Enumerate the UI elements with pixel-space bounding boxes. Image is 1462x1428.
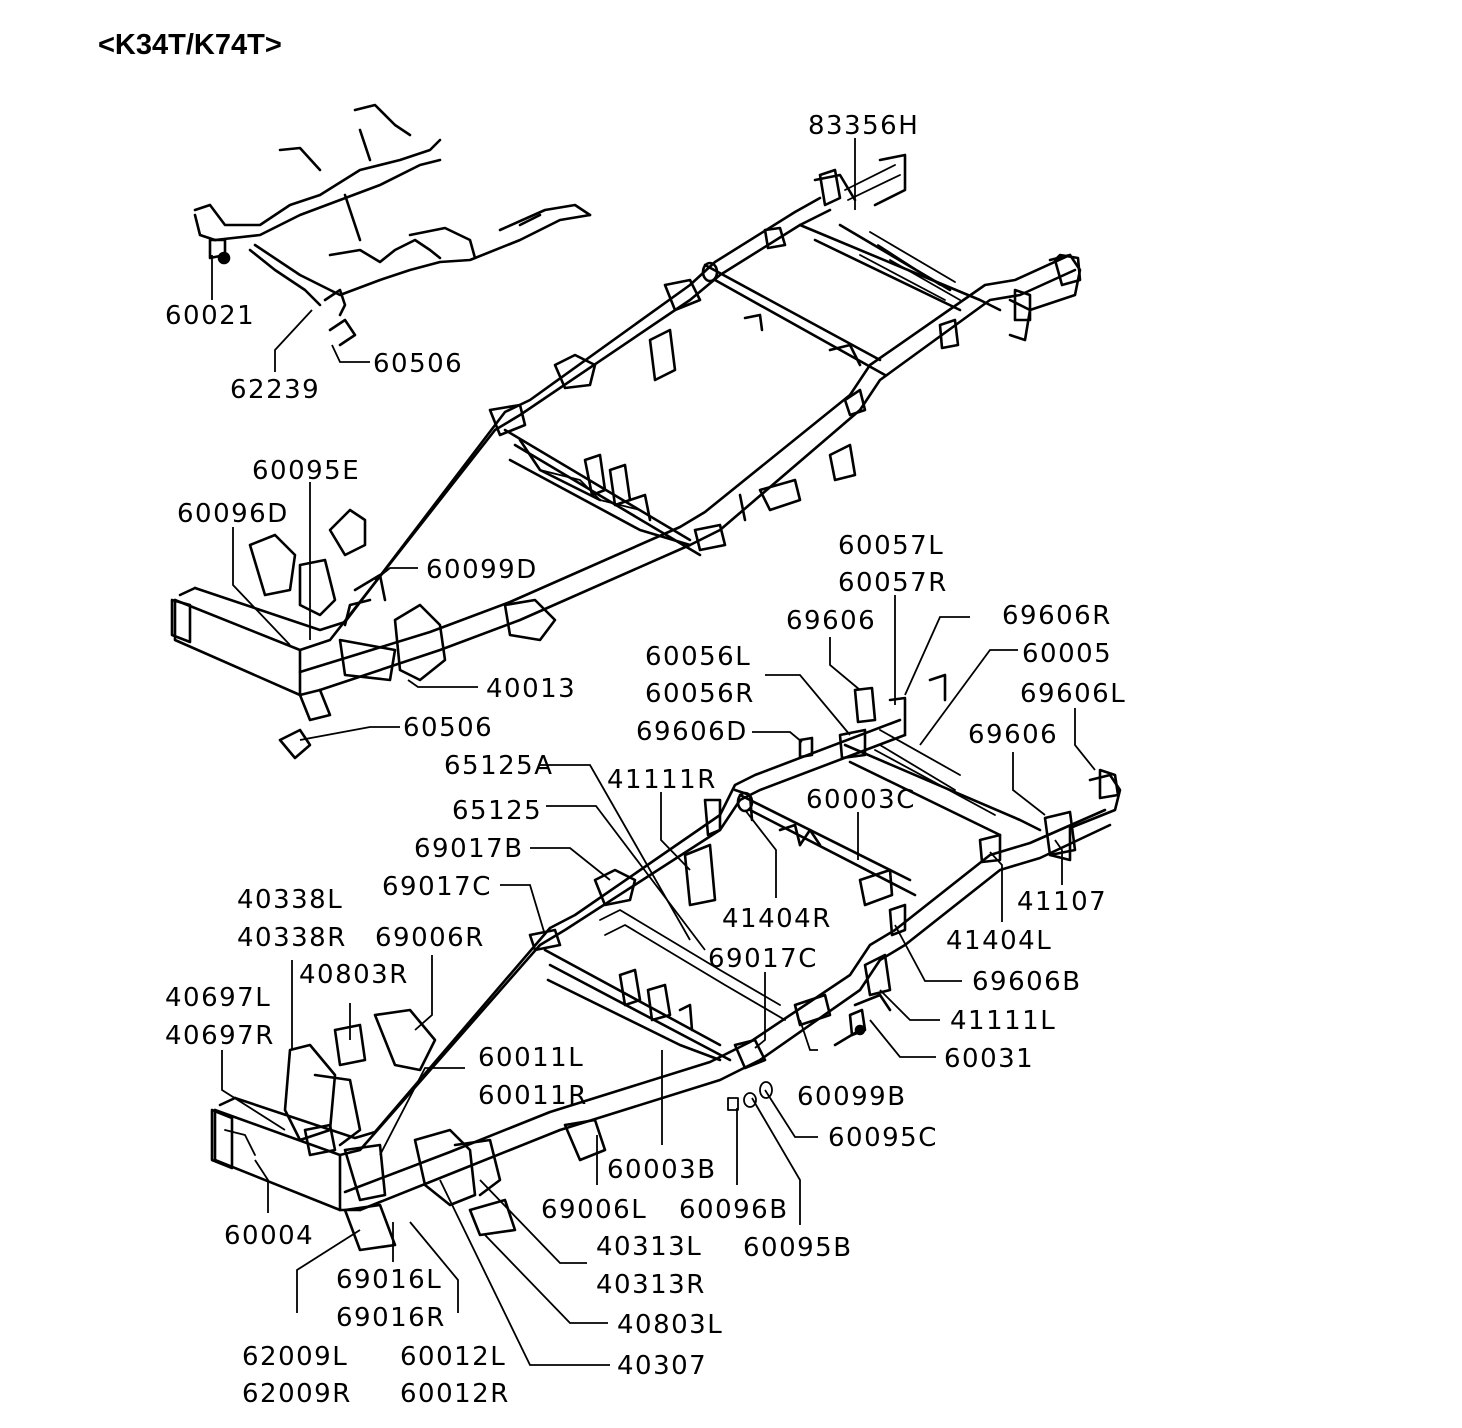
label-60005: 60005	[1022, 639, 1112, 669]
label-60004: 60004	[224, 1221, 314, 1251]
label-60095E: 60095E	[252, 456, 360, 486]
label-60056R: 60056R	[645, 679, 755, 709]
label-40313R: 40313R	[596, 1270, 706, 1300]
label-69606L: 69606L	[1020, 679, 1126, 709]
label-69016L: 69016L	[336, 1265, 442, 1295]
label-41404R: 41404R	[722, 904, 832, 934]
label-60057R: 60057R	[838, 568, 948, 598]
label-69006L: 69006L	[541, 1195, 647, 1225]
label-40803R: 40803R	[299, 960, 409, 990]
label-69606-a: 69606	[786, 606, 876, 636]
label-69606R: 69606R	[1002, 601, 1112, 631]
label-60031: 60031	[944, 1044, 1034, 1074]
label-60012L: 60012L	[400, 1342, 506, 1372]
label-41404L: 41404L	[946, 926, 1052, 956]
leader-lines	[211, 138, 1096, 1366]
label-60011L: 60011L	[478, 1043, 584, 1073]
label-60506-lower: 60506	[403, 713, 493, 743]
label-83356H: 83356H	[808, 111, 919, 141]
label-69606-b: 69606	[968, 720, 1058, 750]
label-41111L: 41111L	[950, 1006, 1056, 1036]
label-60506-upper: 60506	[373, 349, 463, 379]
label-40338R: 40338R	[237, 923, 347, 953]
label-69016R: 69016R	[336, 1303, 446, 1333]
label-60012R: 60012R	[400, 1379, 510, 1409]
label-65125: 65125	[452, 796, 542, 826]
label-60099D: 60099D	[426, 555, 538, 585]
label-40697R: 40697R	[165, 1021, 275, 1051]
label-60095B: 60095B	[743, 1233, 853, 1263]
label-69017B: 69017B	[414, 834, 524, 864]
label-60095C: 60095C	[828, 1123, 938, 1153]
label-60096D: 60096D	[177, 499, 289, 529]
label-40697L: 40697L	[165, 983, 271, 1013]
upper-chassis-frame	[170, 103, 1082, 760]
label-40307: 40307	[617, 1351, 707, 1381]
label-69606D: 69606D	[636, 717, 748, 747]
label-60056L: 60056L	[645, 642, 751, 672]
label-69017C-b: 69017C	[708, 944, 818, 974]
label-60096B: 60096B	[679, 1195, 789, 1225]
label-40803L: 40803L	[617, 1310, 723, 1340]
label-60099B: 60099B	[797, 1082, 907, 1112]
label-62009L: 62009L	[242, 1342, 348, 1372]
label-62239: 62239	[230, 375, 320, 405]
label-41107: 41107	[1017, 887, 1107, 917]
label-60057L: 60057L	[838, 531, 944, 561]
label-69606B: 69606B	[972, 967, 1082, 997]
label-69017C-a: 69017C	[382, 872, 492, 902]
label-40313L: 40313L	[596, 1232, 702, 1262]
lower-chassis-frame	[210, 673, 1122, 1252]
label-40338L: 40338L	[237, 885, 343, 915]
label-60011R: 60011R	[478, 1081, 588, 1111]
label-69006R: 69006R	[375, 923, 485, 953]
part-number-labels: 83356H 60021 62239 60506 60095E 60096D 6…	[165, 111, 1126, 1409]
label-60003C: 60003C	[806, 785, 916, 815]
label-65125A: 65125A	[444, 751, 554, 781]
label-62009R: 62009R	[242, 1379, 352, 1409]
label-60003B: 60003B	[607, 1155, 717, 1185]
diagram-title: <K34T/K74T>	[98, 29, 282, 61]
label-40013: 40013	[486, 674, 576, 704]
label-41111R: 41111R	[607, 765, 717, 795]
label-60021: 60021	[165, 301, 255, 331]
